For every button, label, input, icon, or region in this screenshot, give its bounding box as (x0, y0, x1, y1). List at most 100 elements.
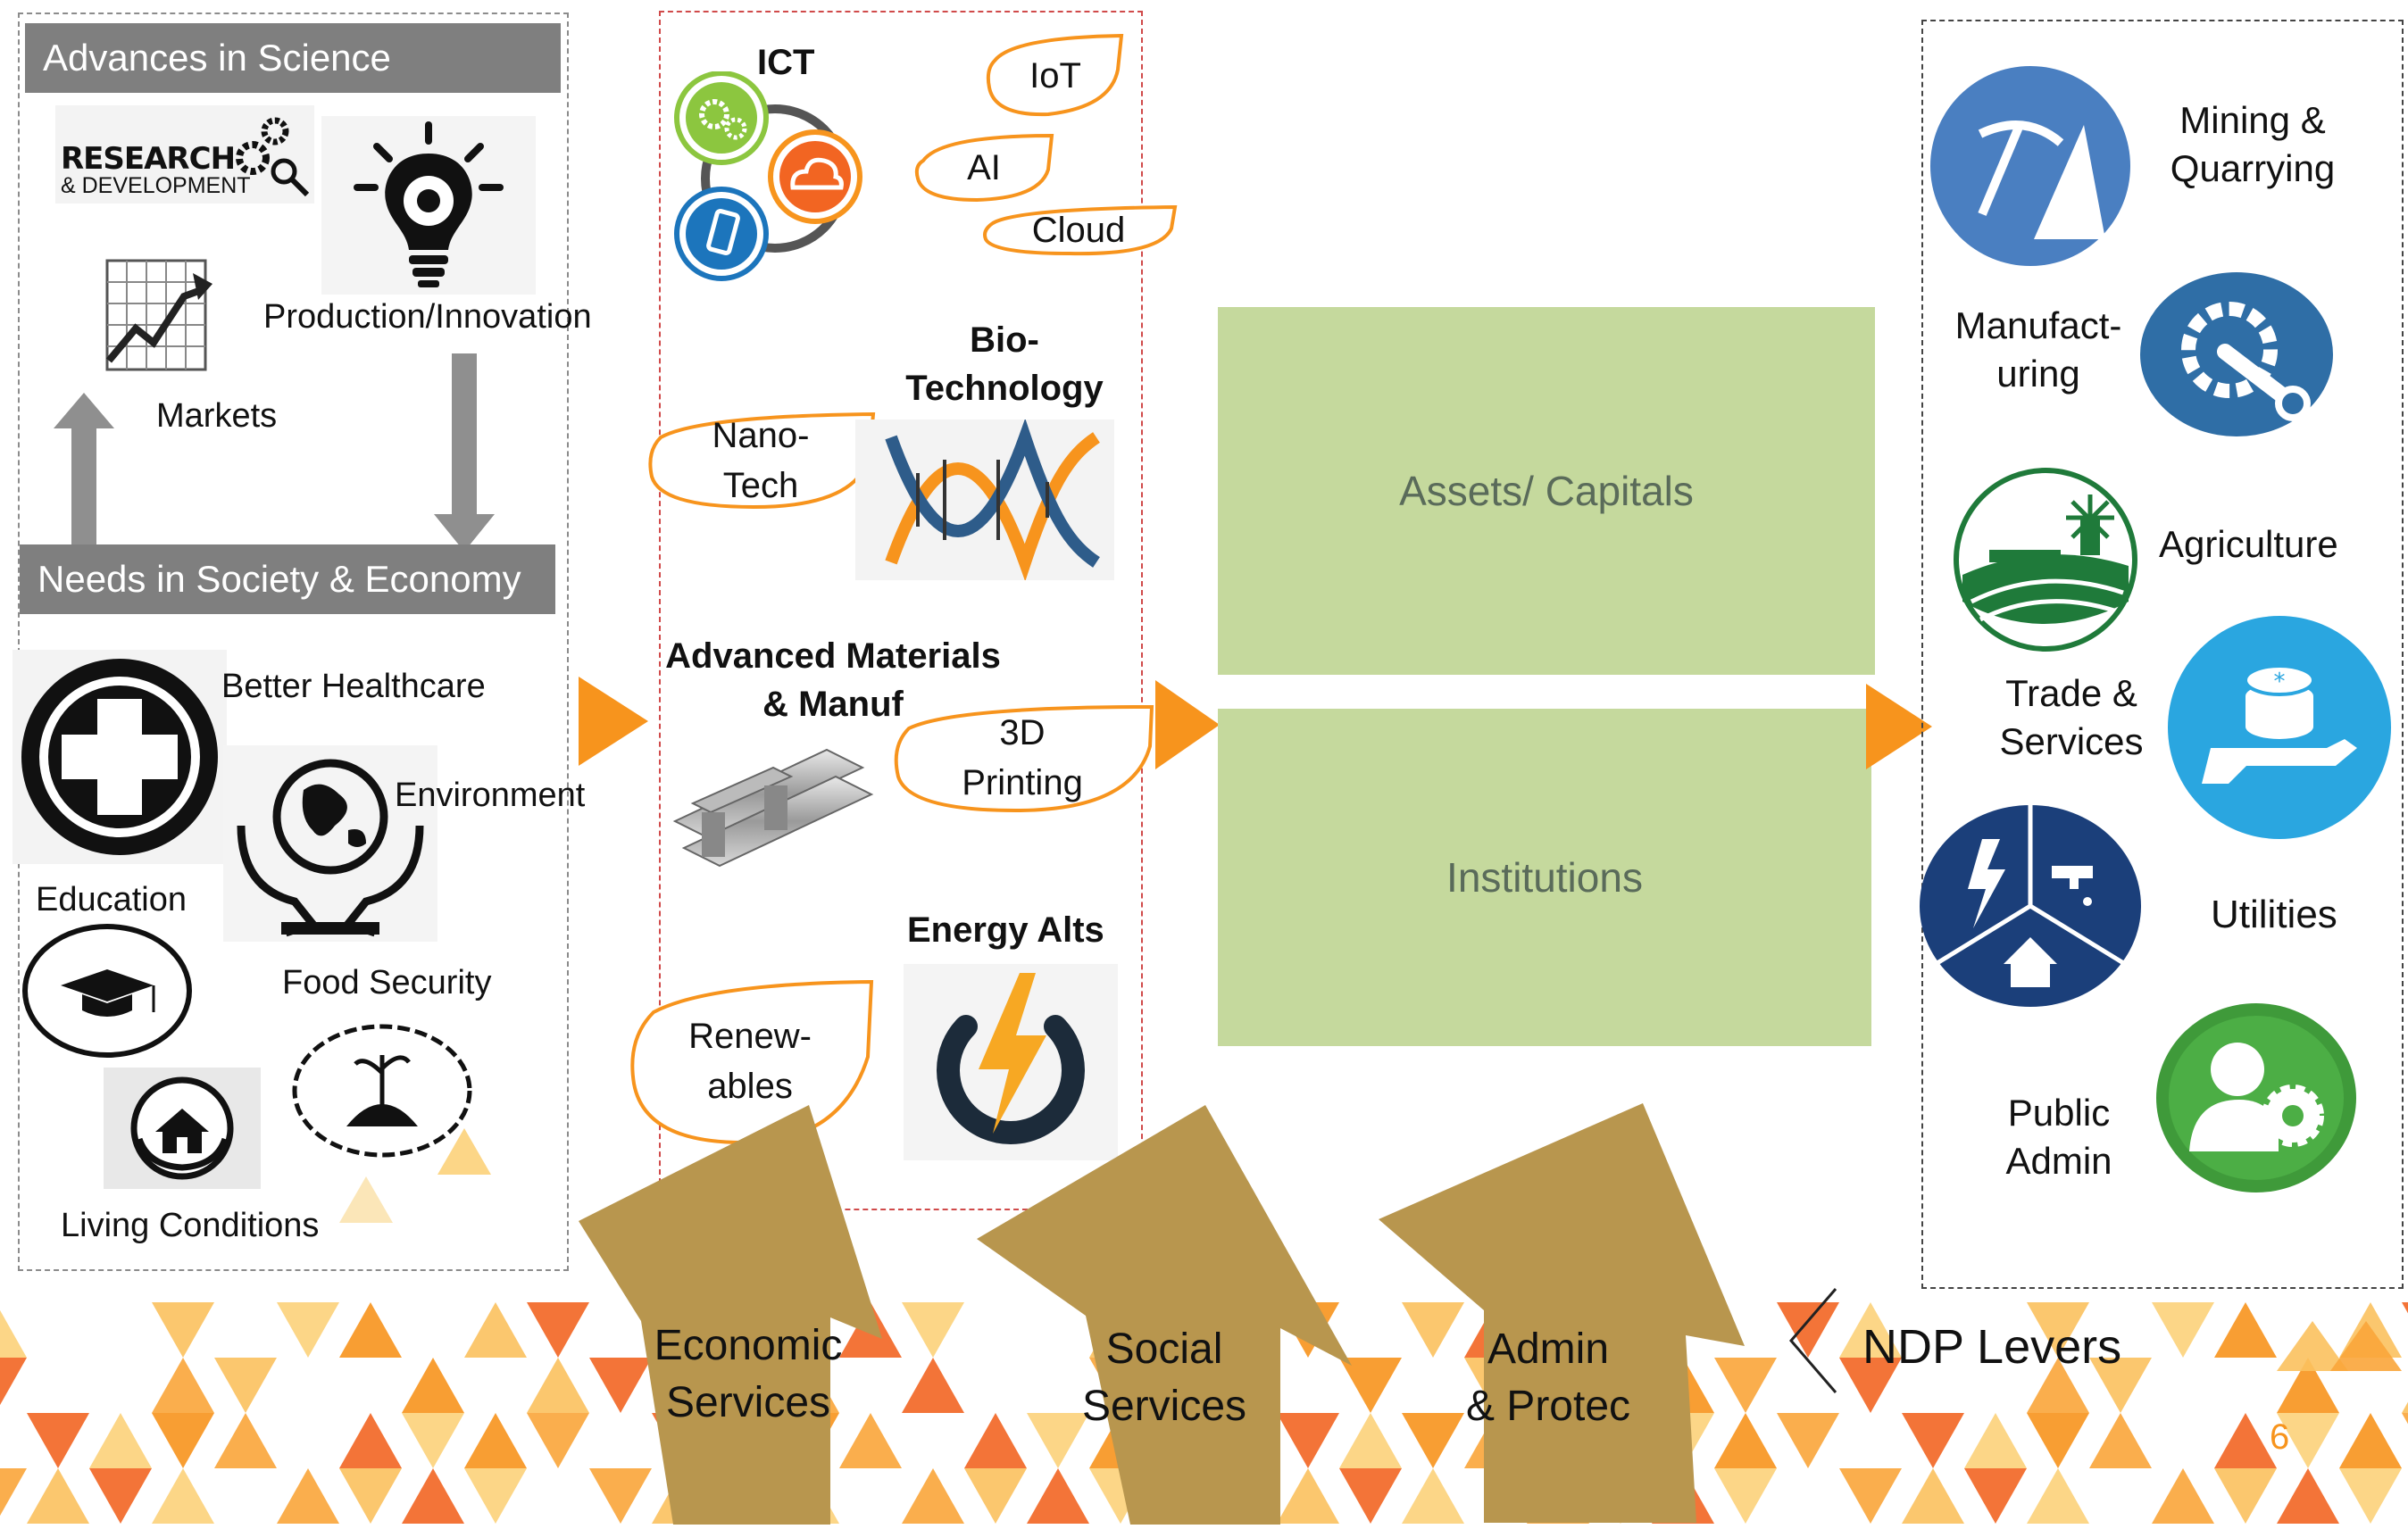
food-security-icon (292, 1024, 472, 1158)
energy-alts-label: Energy Alts (907, 910, 1104, 950)
triangle-shape (214, 1358, 277, 1413)
triangle-shape (2277, 1358, 2339, 1413)
triangle-shape (1339, 1413, 1402, 1468)
ndp-levers-label: NDP Levers (1862, 1320, 2122, 1374)
social-services-arrow: Social Services (977, 1105, 1352, 1525)
triangle-shape (964, 1413, 1027, 1468)
better-healthcare-label: Better Healthcare (221, 668, 486, 705)
ict-label: ICT (757, 43, 815, 82)
iot-text: IoT (1029, 56, 1081, 96)
triangle-shape (1839, 1358, 1902, 1413)
nanotech-tag: Nano- Tech (646, 411, 876, 511)
triangle-shape (1402, 1302, 1464, 1358)
gear-wrench-icon (2140, 272, 2333, 436)
living-conditions-label: Living Conditions (61, 1207, 320, 1244)
ict-network-icon (674, 71, 862, 281)
economic-services-text: Economic Services (654, 1322, 843, 1426)
triangle-shape (527, 1413, 589, 1468)
steel-beams-icon (672, 748, 874, 868)
living-conditions-home-icon (104, 1068, 261, 1189)
triangle-shape (464, 1468, 527, 1524)
down-arrow-icon (434, 353, 495, 552)
triangle-shape (152, 1413, 214, 1468)
triangle-shape (2330, 1321, 2402, 1371)
trade-services-label: Trade & Services (1999, 672, 2144, 762)
triangle-shape (1027, 1468, 1089, 1524)
triangle-shape (2402, 1413, 2408, 1425)
institutions-box: Institutions (1218, 709, 1871, 1046)
triangle-shape (1027, 1413, 1089, 1468)
triangle-shape (402, 1413, 464, 1468)
research-logo-line2: & DEVELOPMENT (61, 173, 251, 198)
triangle-shape (2277, 1321, 2348, 1371)
technology-panel (659, 11, 1143, 1210)
admin-protec-text: Admin & Protec (1465, 1325, 1631, 1430)
triangle-shape (2277, 1413, 2339, 1468)
institutions-text: Institutions (1446, 854, 1643, 901)
needs-society-header: Needs in Society & Economy (20, 544, 555, 614)
triangle-shape (464, 1413, 527, 1468)
3d-printing-text: 3D Printing (962, 713, 1083, 802)
triangle-shape (27, 1468, 89, 1524)
healthcare-cross-icon (12, 650, 227, 864)
triangle-shape (402, 1468, 464, 1524)
up-arrow-icon (54, 393, 114, 549)
power-lightning-icon (904, 964, 1118, 1160)
triangle-shape (464, 1302, 527, 1358)
3d-printing-tag: 3D Printing (891, 702, 1154, 814)
advanced-materials-label: Advanced Materials & Manuf (665, 636, 1001, 724)
nanotech-text: Nano- Tech (712, 416, 810, 505)
triangle-shape (839, 1413, 902, 1468)
assets-capitals-box: Assets/ Capitals (1218, 307, 1875, 675)
triangle-shape (339, 1302, 402, 1358)
triangle-shape (1964, 1468, 2027, 1524)
triangle-shape (589, 1358, 652, 1413)
triangle-shape (89, 1413, 152, 1468)
triangle-shape (1339, 1468, 1402, 1524)
triangle-shape (1777, 1413, 1839, 1468)
triangle-shape (2152, 1468, 2214, 1524)
iot-tag: IoT (986, 33, 1125, 118)
triangle-shape (89, 1468, 152, 1524)
triangle-shape (964, 1468, 1027, 1524)
triangle-shape (1777, 1302, 1839, 1358)
triangle-shape (2027, 1358, 2089, 1413)
ai-text: AI (967, 148, 1001, 187)
gears-icon (236, 117, 310, 197)
triangle-shape (339, 1413, 402, 1468)
triangle-shape (339, 1176, 393, 1223)
markets-label: Markets (156, 397, 278, 435)
triangle-shape (1402, 1468, 1464, 1524)
triangle-shape (589, 1468, 652, 1524)
advances-in-science-header: Advances in Science (25, 23, 561, 93)
triangle-shape (2277, 1468, 2339, 1524)
triangle-shape (2339, 1468, 2402, 1524)
page-number: 6 (2270, 1417, 2290, 1457)
trade-coins-hand-icon: * (2168, 616, 2391, 839)
admin-protec-arrow: Admin & Protec (1379, 1103, 1754, 1523)
triangle-shape (2402, 1302, 2408, 1314)
svg-text:*: * (2274, 669, 2286, 695)
triangle-shape (339, 1468, 402, 1524)
market-chart-icon (105, 259, 212, 371)
triangle-shape (1839, 1302, 1902, 1358)
triangle-shape (527, 1358, 589, 1413)
environment-hands-globe-icon (223, 745, 437, 942)
needs-header-text: Needs in Society & Economy (37, 558, 521, 600)
triangle-shape (1964, 1413, 2027, 1468)
renewables-text: Renew- ables (688, 1017, 812, 1106)
triangle-shape (2214, 1468, 2277, 1524)
agriculture-farm-icon (1954, 468, 2137, 652)
triangle-shape (0, 1309, 27, 1358)
triangle-shape (2089, 1413, 2152, 1468)
assets-capitals-text: Assets/ Capitals (1399, 468, 1694, 514)
triangle-shape (2089, 1358, 2152, 1413)
renewables-tag: Renew- ables (627, 976, 874, 1146)
triangle-shape (2027, 1413, 2089, 1468)
triangle-shape (1277, 1413, 1339, 1468)
triangle-shape (152, 1468, 214, 1524)
triangle-shape (152, 1358, 214, 1413)
mining-quarrying-label: Mining & Quarrying (2170, 99, 2336, 189)
sectors-panel (1921, 20, 2404, 1289)
triangle-shape (1714, 1358, 1777, 1413)
